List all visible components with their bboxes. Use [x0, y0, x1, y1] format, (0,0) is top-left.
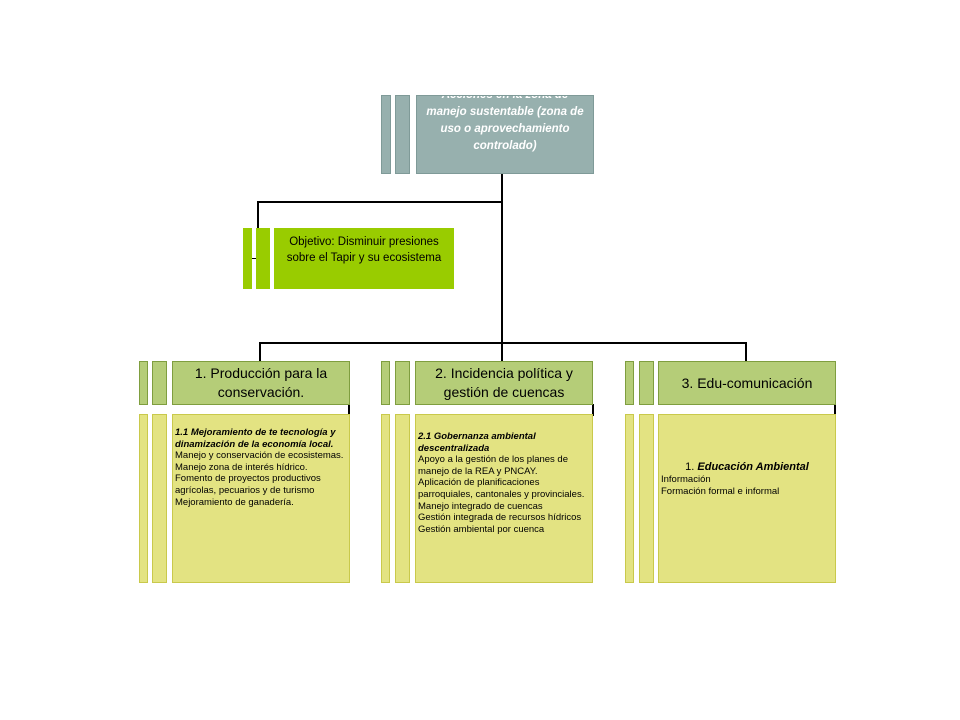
branch-3-heading-text: 3. Edu-comunicación [681, 374, 813, 391]
connector-branch-1-body [348, 404, 350, 416]
list-item: Manejo y conservación de ecosistemas. [175, 450, 344, 462]
connector-branch-2-drop [501, 342, 503, 362]
connector-root-trunk [501, 174, 503, 344]
branch-2-heading: 2. Incidencia política y gestión de cuen… [415, 361, 593, 405]
branch-3-body: 1. Educación Ambiental Información Forma… [658, 414, 836, 583]
objective-accent-stripe-1 [243, 228, 252, 289]
branch-1-body-title: 1.1 Mejoramiento de te tecnología y dina… [175, 427, 336, 450]
list-item: Formación formal e informal [661, 485, 780, 497]
root-accent-stripe-2 [395, 95, 410, 174]
connector-objective-tick [252, 258, 258, 259]
connector-branch-3-body [834, 404, 836, 416]
branch-1-heading: 1. Producción para la conservación. [172, 361, 350, 405]
branch-2-body-title: 2.1 Gobernanza ambiental descentralizada [418, 431, 536, 454]
branch-2-heading-text: 2. Incidencia política y gestión de cuen… [435, 365, 573, 400]
list-item: Fomento de proyectos productivos agrícol… [175, 473, 321, 496]
branch-3-accent-stripe-2 [639, 361, 654, 405]
branch-2-body-stripe-2 [395, 414, 410, 583]
branch-3-heading: 3. Edu-comunicación [658, 361, 836, 405]
connector-branch-2-body [592, 404, 594, 416]
branch-3-body-title: 1. Educación Ambiental [661, 461, 833, 474]
objective-accent-stripe-2 [256, 228, 270, 289]
connector-branch-1-drop [259, 342, 261, 362]
branch-2-accent-stripe-1 [381, 361, 390, 405]
branch-1-body-stripe-2 [152, 414, 167, 583]
branch-1-body-stripe-1 [139, 414, 148, 583]
branch-2-body: 2.1 Gobernanza ambiental descentralizada… [415, 414, 593, 583]
branch-3-body-stripe-2 [639, 414, 654, 583]
objective-node: Objetivo: Disminuir presiones sobre el T… [274, 228, 454, 289]
connector-objective-drop [257, 201, 259, 228]
connector-branch-3-drop [745, 342, 747, 362]
list-item: Manejo zona de interés hídrico. [175, 461, 308, 473]
root-node: Acciones en la zona de manejo sustentabl… [416, 95, 594, 174]
root-node-text: Acciones en la zona de manejo sustentabl… [426, 95, 584, 152]
list-item: Información [661, 474, 711, 485]
branch-1-body: 1.1 Mejoramiento de te tecnología y dina… [172, 414, 350, 583]
list-item: Mejoramiento de ganadería. [175, 496, 294, 508]
list-item: Gestión integrada de recursos hídricos [418, 512, 582, 524]
branch-1-accent-stripe-2 [152, 361, 167, 405]
branch-3-accent-stripe-1 [625, 361, 634, 405]
list-item: Aplicación de planificaciones parroquial… [418, 477, 585, 500]
connector-objective-horizontal [257, 201, 503, 203]
objective-node-text: Objetivo: Disminuir presiones sobre el T… [286, 236, 442, 264]
branch-3-body-title-number: 1. [685, 461, 695, 473]
branch-3-body-title-text: Educación Ambiental [697, 461, 809, 473]
branch-2-body-stripe-1 [381, 414, 390, 583]
list-item: Apoyo a la gestión de los planes de mane… [418, 454, 568, 477]
branch-2-accent-stripe-2 [395, 361, 410, 405]
list-item: Gestión ambiental por cuenca [418, 523, 545, 535]
list-item: Manejo integrado de cuencas [418, 500, 543, 512]
branch-3-body-stripe-1 [625, 414, 634, 583]
branch-1-heading-text: 1. Producción para la conservación. [194, 365, 328, 400]
connector-branches-horizontal [259, 342, 747, 344]
root-accent-stripe-1 [381, 95, 391, 174]
branch-1-accent-stripe-1 [139, 361, 148, 405]
